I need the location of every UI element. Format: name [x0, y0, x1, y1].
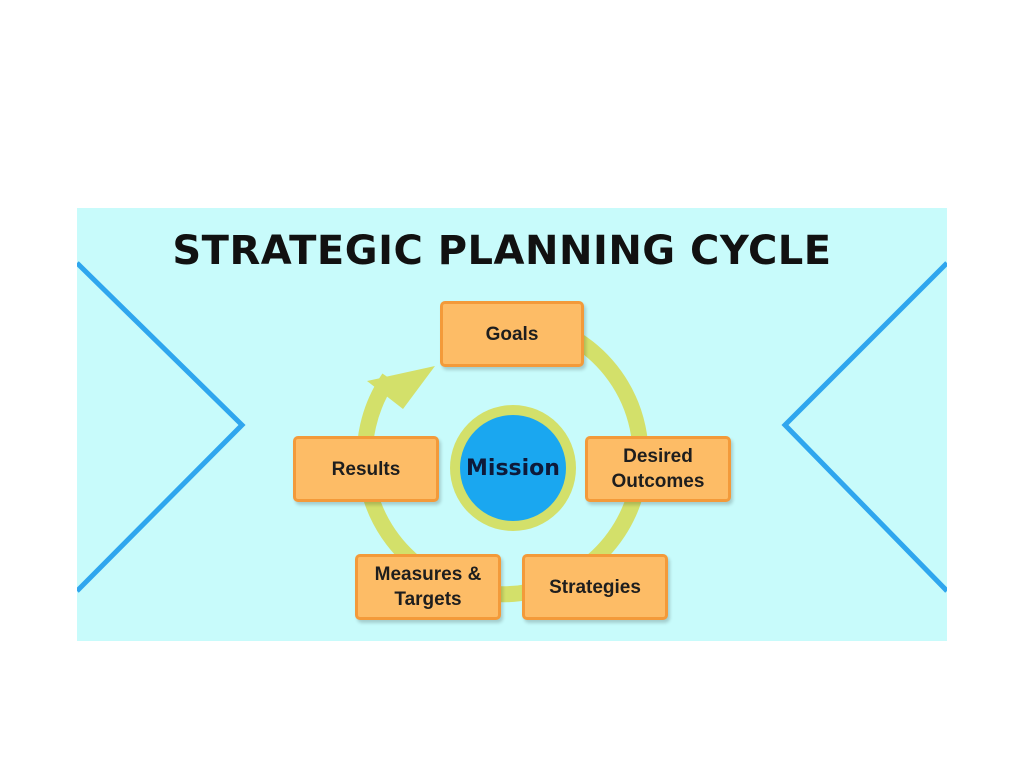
- step-strategies-label: Strategies: [549, 576, 641, 598]
- mission-center-circle: Mission: [460, 415, 566, 521]
- step-desired-outcomes-box: Desired Outcomes: [585, 436, 731, 502]
- step-measures-targets-box: Measures & Targets: [355, 554, 501, 620]
- mission-label: Mission: [466, 455, 560, 481]
- cycle-arrow-head: [367, 366, 435, 409]
- right-chevron-decoration: [781, 261, 947, 593]
- step-strategies-box: Strategies: [522, 554, 668, 620]
- left-chevron-decoration: [77, 261, 246, 593]
- diagram-canvas: STRATEGIC PLANNING CYCLE Mission Goals D…: [77, 208, 947, 641]
- step-results-label: Results: [331, 458, 401, 480]
- step-goals-box: Goals: [440, 301, 584, 367]
- step-measures-targets-label: Measures & Targets: [374, 564, 482, 610]
- step-results-box: Results: [293, 436, 439, 502]
- step-desired-outcomes-label: Desired Outcomes: [611, 446, 705, 492]
- step-goals-label: Goals: [485, 323, 539, 345]
- diagram-title: STRATEGIC PLANNING CYCLE: [172, 228, 832, 274]
